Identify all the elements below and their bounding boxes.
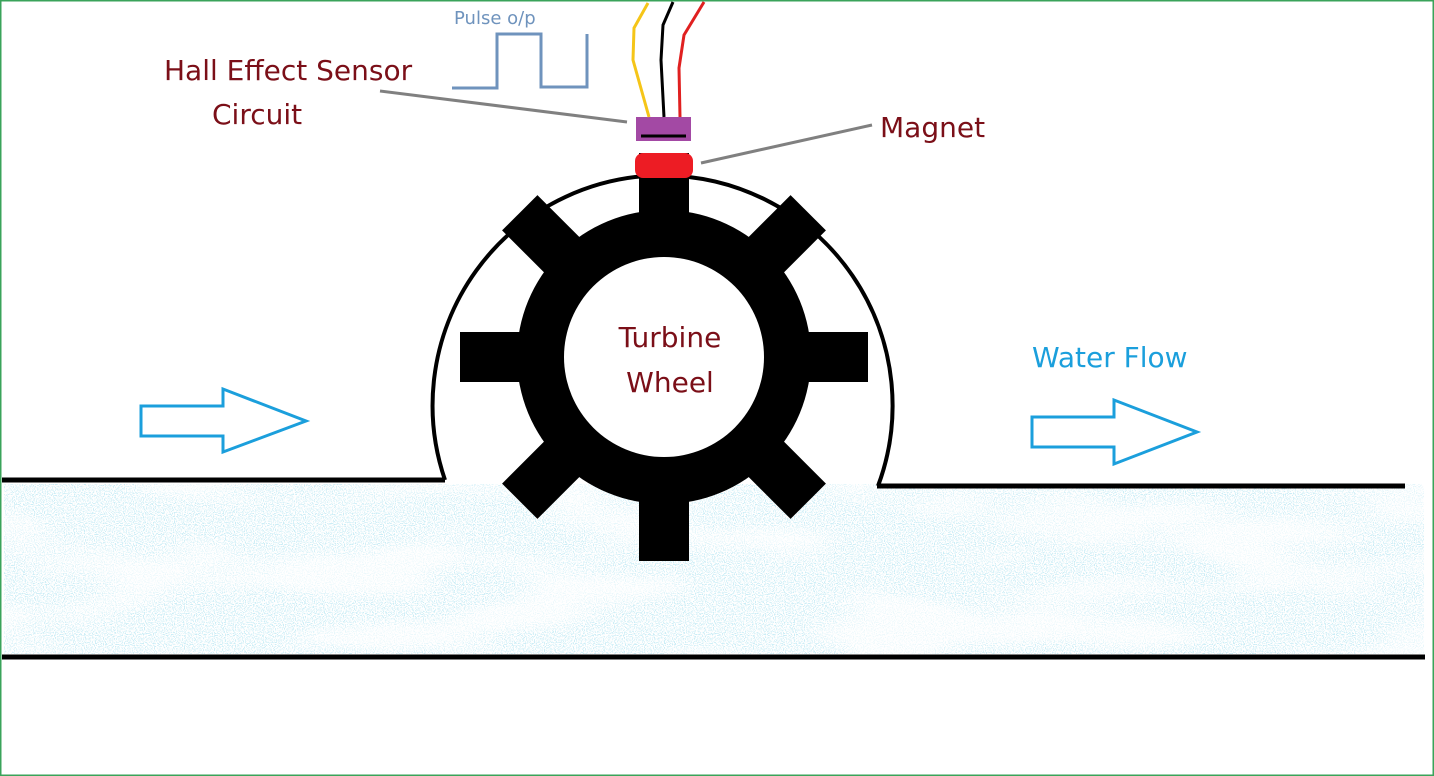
turbine-wheel [460,153,868,561]
wire-yellow [631,2,651,118]
hall-sensor-leader-line [379,89,628,124]
flow-arrow-icon [1030,397,1202,467]
turbine-label-line2: Wheel [626,366,714,399]
wire-black [659,1,675,118]
pulse-waveform-icon [452,32,589,90]
magnet-leader-line [700,123,873,165]
water-body [4,484,1424,654]
magnet [635,153,693,178]
flow-arrow-icon [139,386,311,455]
magnet-label: Magnet [880,111,985,144]
turbine-label: Turbine [618,321,722,354]
hall-sensor-label: Hall Effect Sensor [164,54,413,87]
hall-sensor-label-line2: Circuit [212,98,302,131]
pulse-output-label: Pulse o/p [454,8,536,29]
wire-red [677,1,706,118]
water-flow-label: Water Flow [1032,341,1188,374]
turbine-hub [564,257,764,457]
